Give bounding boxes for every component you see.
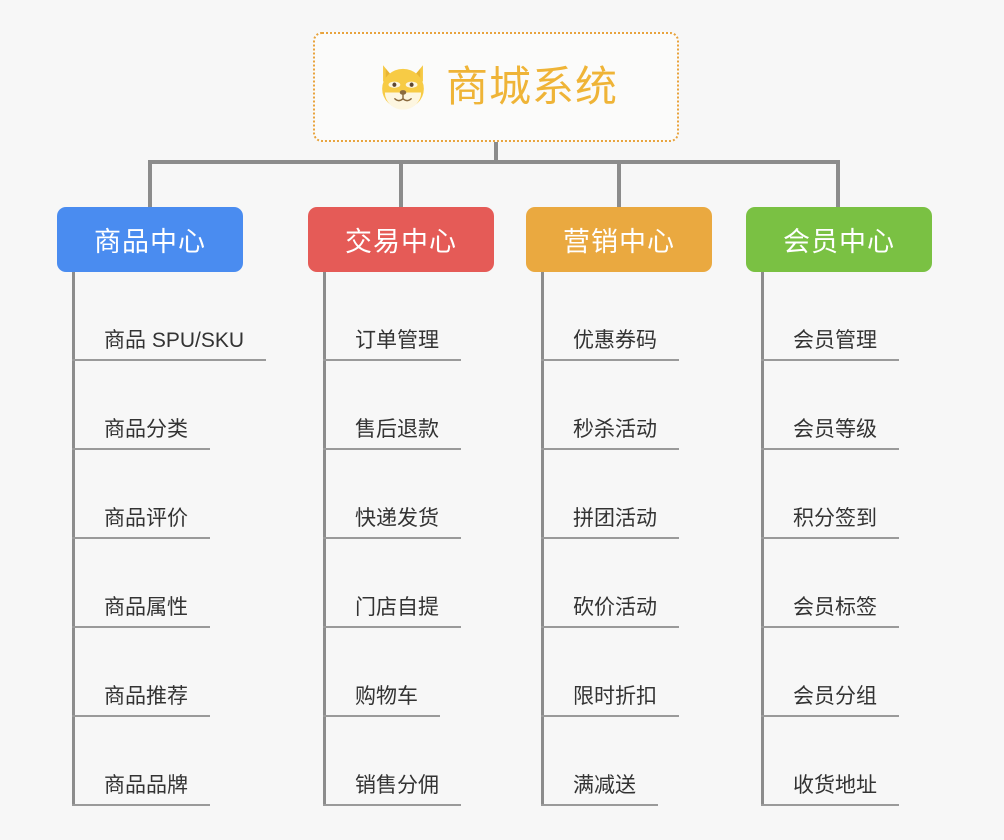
branch-header-label: 会员中心 xyxy=(783,227,895,257)
branch-spine-1 xyxy=(72,272,75,806)
leaf-item[interactable]: 拼团活动 xyxy=(541,450,712,539)
leaf-item[interactable]: 收货地址 xyxy=(761,717,932,806)
leaf-label: 售后退款 xyxy=(355,417,439,441)
leaf-label: 门店自提 xyxy=(355,595,439,619)
connector-bus xyxy=(148,160,840,164)
branch-spine-3 xyxy=(541,272,544,806)
leaf-label: 满减送 xyxy=(573,773,636,797)
leaf-item[interactable]: 销售分佣 xyxy=(323,717,494,806)
leaf-item[interactable]: 商品品牌 xyxy=(72,717,243,806)
leaf-item[interactable]: 会员分组 xyxy=(761,628,932,717)
leaf-item[interactable]: 商品评价 xyxy=(72,450,243,539)
leaf-label: 销售分佣 xyxy=(355,773,439,797)
branch-column-4: 会员中心 会员管理 会员等级 积分签到 会员标签 会员分组 收货地址 xyxy=(746,207,932,806)
branch-header-4[interactable]: 会员中心 xyxy=(746,207,932,272)
connector-drop-3 xyxy=(617,160,621,207)
leaf-label: 商品评价 xyxy=(104,506,188,530)
leaf-label: 砍价活动 xyxy=(573,595,657,619)
leaf-label: 秒杀活动 xyxy=(573,417,657,441)
connector-drop-4 xyxy=(836,160,840,207)
leaf-label: 会员分组 xyxy=(793,684,877,708)
leaf-label: 优惠券码 xyxy=(573,328,657,352)
leaf-item[interactable]: 会员管理 xyxy=(761,272,932,361)
leaf-item[interactable]: 售后退款 xyxy=(323,361,494,450)
leaf-label: 快递发货 xyxy=(355,506,439,530)
leaf-label: 积分签到 xyxy=(793,506,877,530)
leaf-item[interactable]: 门店自提 xyxy=(323,539,494,628)
branch-column-2: 交易中心 订单管理 售后退款 快递发货 门店自提 购物车 销售分佣 xyxy=(308,207,494,806)
leaf-item[interactable]: 商品属性 xyxy=(72,539,243,628)
branch-header-label: 营销中心 xyxy=(563,227,675,257)
leaf-label: 限时折扣 xyxy=(573,684,657,708)
leaf-list-4: 会员管理 会员等级 积分签到 会员标签 会员分组 收货地址 xyxy=(761,272,932,806)
leaf-list-2: 订单管理 售后退款 快递发货 门店自提 购物车 销售分佣 xyxy=(323,272,494,806)
leaf-item[interactable]: 快递发货 xyxy=(323,450,494,539)
leaf-item[interactable]: 限时折扣 xyxy=(541,628,712,717)
leaf-label: 订单管理 xyxy=(355,328,439,352)
branch-column-1: 商品中心 商品 SPU/SKU 商品分类 商品评价 商品属性 商品推荐 商品品牌 xyxy=(57,207,267,806)
leaf-item[interactable]: 商品 SPU/SKU xyxy=(72,272,267,361)
leaf-label: 购物车 xyxy=(355,684,418,708)
branch-header-2[interactable]: 交易中心 xyxy=(308,207,494,272)
branch-column-3: 营销中心 优惠券码 秒杀活动 拼团活动 砍价活动 限时折扣 满减送 xyxy=(526,207,712,806)
branch-header-1[interactable]: 商品中心 xyxy=(57,207,243,272)
leaf-label: 会员等级 xyxy=(793,417,877,441)
leaf-label: 商品属性 xyxy=(104,595,188,619)
shiba-dog-emoji xyxy=(374,58,432,116)
leaf-item[interactable]: 购物车 xyxy=(323,628,494,717)
leaf-item[interactable]: 会员标签 xyxy=(761,539,932,628)
leaf-label: 商品品牌 xyxy=(104,773,188,797)
leaf-label: 会员管理 xyxy=(793,328,877,352)
leaf-label: 拼团活动 xyxy=(573,506,657,530)
leaf-label: 商品分类 xyxy=(104,417,188,441)
leaf-item[interactable]: 秒杀活动 xyxy=(541,361,712,450)
leaf-label: 收货地址 xyxy=(793,773,877,797)
connector-drop-1 xyxy=(148,160,152,207)
branch-spine-2 xyxy=(323,272,326,806)
leaf-item[interactable]: 商品推荐 xyxy=(72,628,243,717)
leaf-item[interactable]: 砍价活动 xyxy=(541,539,712,628)
root-node[interactable]: 商城系统 xyxy=(313,32,679,142)
leaf-label: 商品 SPU/SKU xyxy=(104,328,245,352)
connector-root-stem xyxy=(494,142,498,163)
root-title: 商城系统 xyxy=(445,63,618,110)
leaf-item[interactable]: 满减送 xyxy=(541,717,712,806)
branch-header-3[interactable]: 营销中心 xyxy=(526,207,712,272)
branch-header-label: 商品中心 xyxy=(94,227,206,257)
leaf-item[interactable]: 会员等级 xyxy=(761,361,932,450)
leaf-label: 商品推荐 xyxy=(104,684,188,708)
leaf-item[interactable]: 积分签到 xyxy=(761,450,932,539)
leaf-list-3: 优惠券码 秒杀活动 拼团活动 砍价活动 限时折扣 满减送 xyxy=(541,272,712,806)
leaf-item[interactable]: 订单管理 xyxy=(323,272,494,361)
leaf-label: 会员标签 xyxy=(793,595,877,619)
branch-spine-4 xyxy=(761,272,764,806)
leaf-list-1: 商品 SPU/SKU 商品分类 商品评价 商品属性 商品推荐 商品品牌 xyxy=(72,272,267,806)
branch-header-label: 交易中心 xyxy=(345,227,457,257)
connector-drop-2 xyxy=(399,160,403,207)
leaf-item[interactable]: 优惠券码 xyxy=(541,272,712,361)
leaf-item[interactable]: 商品分类 xyxy=(72,361,243,450)
